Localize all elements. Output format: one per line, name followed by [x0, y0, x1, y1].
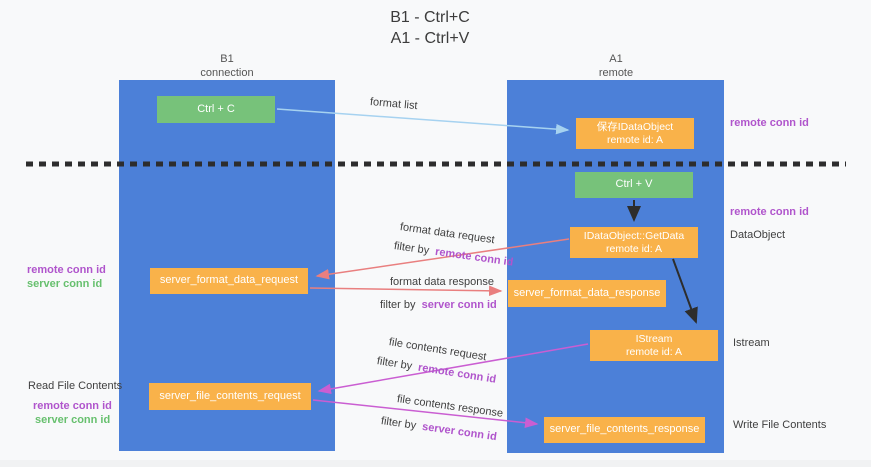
node-server-format-data-request: server_format_data_request	[150, 268, 308, 294]
label-server-conn-id-left-bottom: server conn id	[35, 414, 111, 426]
label-remote-conn-id-left-bottom: remote conn id	[33, 400, 112, 412]
node-server-format-data-response-label: server_format_data_response	[513, 286, 661, 299]
label-server-conn-id-left-top: server conn id	[27, 278, 103, 290]
arrow-format-list	[276, 108, 570, 135]
title-line-1: B1 - Ctrl+C	[390, 9, 470, 26]
arrow-file-contents-request	[317, 343, 589, 395]
node-server-file-contents-response: server_file_contents_response	[544, 417, 705, 443]
label-remote-conn-id-right-top: remote conn id	[730, 117, 809, 129]
lifeline-a1-role: remote	[598, 67, 634, 80]
lifeline-b1-role: connection	[200, 67, 254, 80]
node-idataobject-getdata-line2: remote id: A	[605, 242, 663, 255]
node-istream-line1: IStream	[635, 332, 673, 345]
label-read-file-contents: Read File Contents	[28, 380, 123, 392]
label-istream: Istream	[733, 337, 770, 349]
node-idataobject-getdata-line1: IDataObject::GetData	[583, 229, 685, 242]
node-server-format-data-request-label: server_format_data_request	[159, 274, 299, 287]
node-saved-dataobject-line1: 保存IDataObject	[596, 120, 674, 133]
label-write-file-contents: Write File Contents	[733, 419, 827, 431]
node-saved-dataobject: 保存IDataObject remote id: A	[576, 118, 694, 149]
node-server-file-contents-request: server_file_contents_request	[149, 383, 311, 410]
arrow-file-contents-response	[312, 399, 539, 428]
node-istream-line2: remote id: A	[625, 345, 683, 358]
node-server-format-data-response: server_format_data_response	[508, 280, 666, 307]
lifeline-header-b1: B1 connection	[157, 52, 297, 81]
label-filter-by-server-conn-id-1: filter by server conn id	[380, 299, 497, 311]
node-istream: IStream remote id: A	[590, 330, 718, 361]
title-line-2: A1 - Ctrl+V	[390, 30, 470, 48]
label-dataobject: DataObject	[730, 229, 786, 241]
bottom-edge-strip	[0, 460, 871, 467]
label-format-data-response: format data response	[390, 276, 494, 288]
server-conn-id-text: server conn id	[421, 299, 497, 311]
arrow-getdata-to-istream	[672, 258, 698, 324]
lifeline-header-a1: A1 remote	[546, 52, 686, 81]
node-ctrl-c-label: Ctrl + C	[197, 102, 235, 115]
node-ctrl-v: Ctrl + V	[575, 172, 693, 198]
node-server-file-contents-request-label: server_file_contents_request	[159, 389, 301, 402]
node-server-file-contents-response-label: server_file_contents_response	[549, 423, 700, 436]
node-saved-dataobject-line2: remote id: A	[606, 133, 664, 146]
label-remote-conn-id-left-top: remote conn id	[27, 264, 106, 276]
node-ctrl-c: Ctrl + C	[157, 96, 275, 123]
filter-by-text: filter by	[380, 299, 419, 311]
node-idataobject-getdata: IDataObject::GetData remote id: A	[570, 227, 698, 258]
lifeline-b1-name: B1	[220, 53, 234, 65]
diagram-title: B1 - Ctrl+C A1 - Ctrl+V	[0, 7, 860, 49]
label-remote-conn-id-right-mid: remote conn id	[730, 206, 809, 218]
arrow-format-data-response	[309, 285, 503, 297]
lifeline-a1-name: A1	[609, 53, 623, 65]
arrow-format-data-request	[315, 238, 570, 280]
node-ctrl-v-label: Ctrl + V	[615, 178, 653, 191]
